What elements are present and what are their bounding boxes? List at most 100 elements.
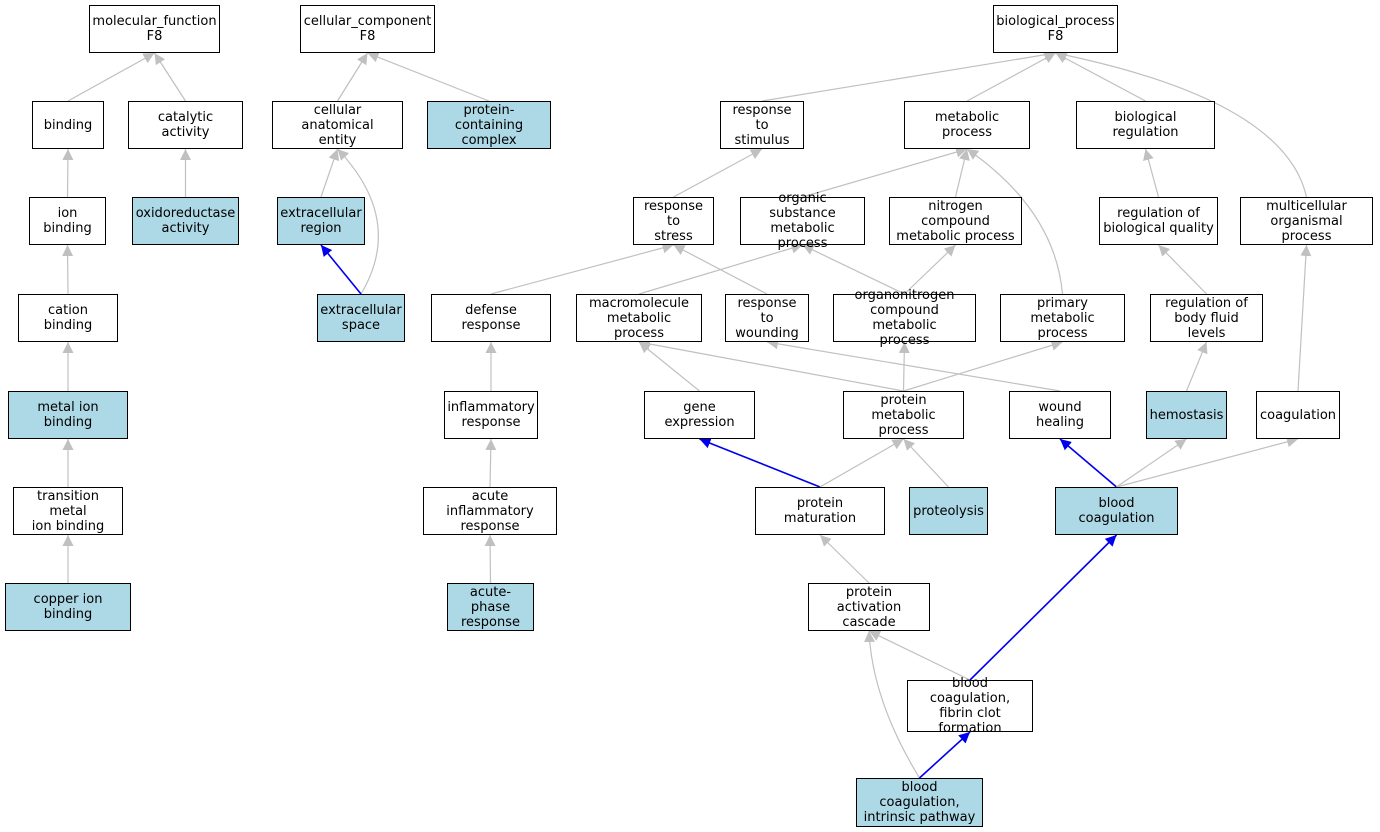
go-term-label: ion binding: [43, 206, 92, 236]
go-term-label: regulation of body fluid levels: [1165, 295, 1248, 341]
edge-organo-to-orgsub: [802, 244, 905, 295]
go-term-node-protmet[interactable]: protein metabolic process: [843, 391, 964, 439]
edge-pcc-to-cc: [367, 51, 490, 102]
go-term-node-nitro[interactable]: nitrogen compound metabolic process: [889, 197, 1022, 245]
go-term-node-macro[interactable]: macromolecule metabolic process: [576, 294, 702, 342]
go-term-node-primary[interactable]: primary metabolic process: [1000, 294, 1125, 342]
go-term-label: protein-containing complex: [454, 102, 524, 148]
edge-bioreg-to-bp: [1055, 52, 1146, 102]
go-term-node-metalion[interactable]: metal ion binding: [8, 391, 128, 439]
go-term-label: biological regulation: [1112, 110, 1179, 140]
edge-primary-to-metab: [966, 148, 1064, 295]
edge-proteo-to-protmet: [903, 438, 949, 488]
go-term-node-coag[interactable]: coagulation: [1256, 391, 1340, 439]
go-term-node-acuteinf[interactable]: acute inflammatory response: [423, 487, 557, 535]
go-term-node-mf[interactable]: molecular_function F8: [89, 5, 220, 53]
go-term-node-cation[interactable]: cation binding: [18, 294, 118, 342]
go-term-node-oxido[interactable]: oxidoreductase activity: [132, 197, 239, 245]
go-term-node-regbfl[interactable]: regulation of body fluid levels: [1150, 294, 1263, 342]
edge-organo-to-nitro: [904, 244, 956, 295]
edge-protact-to-protmat: [819, 534, 870, 584]
go-term-label: wound healing: [1036, 400, 1084, 430]
edge-fibrin-to-bloodcoag: [969, 534, 1118, 681]
edge-extspace-to-extreg: [320, 244, 362, 295]
go-term-node-regbq[interactable]: regulation of biological quality: [1099, 197, 1218, 245]
go-term-label: molecular_function F8: [92, 14, 217, 44]
go-term-node-binding[interactable]: binding: [32, 101, 104, 149]
go-term-node-protmat[interactable]: protein maturation: [755, 487, 885, 535]
go-term-node-acutephase[interactable]: acute-phase response: [447, 583, 534, 631]
go-term-label: blood coagulation, fibrin clot formation: [929, 676, 1011, 736]
go-term-label: cellular anatomical entity: [301, 102, 374, 148]
go-term-node-defense[interactable]: defense response: [431, 294, 551, 342]
go-term-label: copper ion binding: [33, 592, 103, 622]
edge-coag-to-multi: [1297, 244, 1312, 392]
edge-protmet-to-primary: [903, 339, 1063, 392]
go-term-label: macromolecule metabolic process: [588, 295, 689, 341]
go-term-label: cation binding: [43, 303, 93, 333]
go-term-node-fibrin[interactable]: blood coagulation, fibrin clot formation: [907, 676, 1033, 736]
go-term-node-orgsub[interactable]: organic substance metabolic process: [740, 191, 865, 251]
edge-woundh-to-rwound: [766, 338, 1061, 392]
edge-bloodcoag-to-hemo: [1116, 438, 1187, 488]
go-term-label: gene expression: [664, 400, 735, 430]
go-term-node-transmetal[interactable]: transition metal ion binding: [13, 487, 123, 535]
edge-rstress-to-rstim: [673, 148, 763, 198]
edge-protmat-to-geneexp: [699, 437, 821, 488]
edge-intrinsic-to-fibrin: [918, 731, 971, 779]
go-term-node-rwound[interactable]: response to wounding: [725, 294, 809, 342]
go-term-label: coagulation: [1259, 407, 1337, 423]
edge-bloodcoag-to-coag: [1116, 436, 1299, 488]
go-term-node-metab[interactable]: metabolic process: [904, 101, 1030, 149]
go-term-label: biological_process F8: [996, 14, 1115, 44]
go-term-node-organo[interactable]: organonitrogen compound metabolic proces…: [833, 288, 976, 348]
go-term-label: metabolic process: [934, 110, 1000, 140]
edge-extreg-to-cae: [320, 148, 340, 198]
go-term-node-multi[interactable]: multicellular organismal process: [1240, 197, 1373, 245]
edge-orgsub-to-metab: [802, 146, 968, 198]
edge-intrinsic-to-protact: [863, 630, 921, 779]
go-term-label: protein metabolic process: [871, 392, 936, 438]
edge-defense-to-rstress: [490, 242, 674, 295]
go-term-node-bioreg[interactable]: biological regulation: [1076, 101, 1215, 149]
go-term-node-geneexp[interactable]: gene expression: [644, 391, 755, 439]
go-term-node-rstress[interactable]: response to stress: [633, 197, 714, 245]
go-term-label: protein maturation: [783, 496, 857, 526]
go-term-node-cc[interactable]: cellular_component F8: [300, 5, 435, 53]
go-term-node-catalytic[interactable]: catalytic activity: [128, 101, 243, 149]
go-term-node-proteo[interactable]: proteolysis: [909, 487, 988, 535]
go-term-node-inflam[interactable]: inflammatory response: [444, 391, 538, 439]
edge-acutephase-to-acuteinf: [484, 534, 496, 584]
go-term-label: hemostasis: [1149, 407, 1224, 423]
go-term-label: blood coagulation, intrinsic pathway: [863, 780, 976, 825]
go-term-node-protact[interactable]: protein activation cascade: [808, 583, 930, 631]
go-term-node-bloodcoag[interactable]: blood coagulation: [1055, 487, 1178, 535]
go-term-label: organonitrogen compound metabolic proces…: [854, 288, 955, 348]
edge-extspace-to-cae: [337, 148, 379, 295]
go-term-label: metal ion binding: [37, 400, 99, 430]
go-term-node-hemo[interactable]: hemostasis: [1146, 391, 1227, 439]
go-term-node-rstim[interactable]: response to stimulus: [720, 101, 804, 149]
go-term-node-intrinsic[interactable]: blood coagulation, intrinsic pathway: [856, 778, 983, 827]
edge-regbfl-to-regbq: [1158, 244, 1207, 295]
go-term-node-copper[interactable]: copper ion binding: [5, 583, 131, 631]
edge-regbq-to-bioreg: [1143, 148, 1160, 198]
edge-geneexp-to-macro: [638, 341, 700, 392]
edge-protmet-to-organo: [898, 341, 910, 392]
go-term-node-bp[interactable]: biological_process F8: [993, 5, 1118, 53]
edge-rstim-to-bp: [761, 49, 1056, 102]
go-term-node-extreg[interactable]: extracellular region: [277, 197, 365, 245]
edge-acuteinf-to-inflam: [485, 438, 497, 488]
go-term-node-extspace[interactable]: extracellular space: [317, 294, 405, 342]
go-term-node-woundh[interactable]: wound healing: [1009, 391, 1111, 439]
go-term-label: nitrogen compound metabolic process: [896, 198, 1015, 244]
go-term-label: defense response: [461, 303, 521, 333]
edge-ionbind-to-binding: [62, 148, 74, 198]
edge-binding-to-mf: [67, 52, 155, 102]
go-term-label: cellular_component F8: [303, 14, 432, 44]
go-term-node-ionbind[interactable]: ion binding: [29, 197, 106, 245]
go-term-label: response to stress: [643, 198, 704, 244]
go-term-node-pcc[interactable]: protein-containing complex: [427, 101, 551, 149]
go-term-node-cae[interactable]: cellular anatomical entity: [272, 101, 403, 149]
